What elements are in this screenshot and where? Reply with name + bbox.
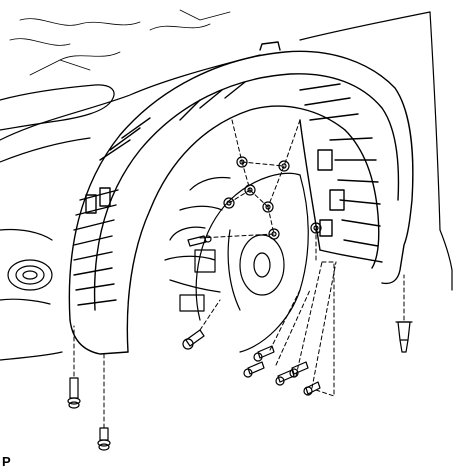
bolt-icon [223, 197, 235, 209]
screw-icon [275, 369, 295, 386]
loose-fasteners [67, 321, 413, 451]
push-clip-icon [395, 321, 413, 353]
screw-icon [243, 361, 265, 378]
hub-center-icon [253, 252, 271, 278]
bolt-icon [187, 235, 212, 247]
screw-icon [253, 345, 275, 362]
screw-icon [289, 361, 309, 378]
bolt-icon [97, 427, 111, 451]
screw-icon [182, 329, 205, 350]
figure-corner-label: P [2, 454, 11, 469]
leader-lines [73, 119, 405, 429]
screw-icon [303, 381, 321, 396]
brake-disc-assembly [164, 172, 309, 353]
bolt-group-upper [187, 156, 322, 247]
bolt-icon [67, 377, 81, 409]
fender-liner [68, 41, 414, 355]
fog-lamp-icon [7, 259, 53, 291]
vehicle-body [0, 9, 453, 361]
bolt-icon [244, 184, 256, 196]
